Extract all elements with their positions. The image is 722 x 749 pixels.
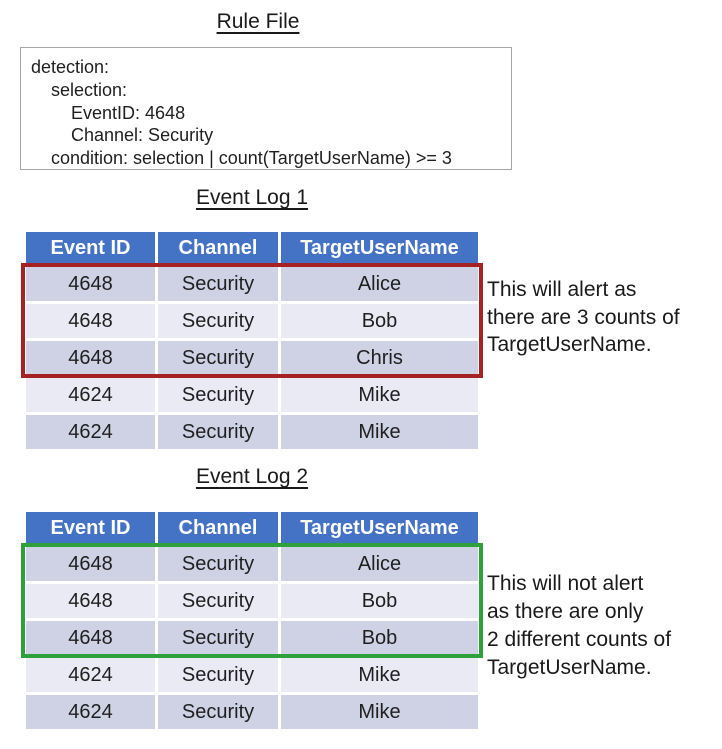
table2-header-event-id: Event ID — [26, 512, 155, 544]
event-log-1-table: Event ID Channel TargetUserName 4648 Sec… — [21, 232, 483, 449]
table2-cell-r4-user: Mike — [281, 658, 478, 692]
table1-cell-r4-event-id: 4624 — [26, 378, 155, 412]
table2-cell-r5-channel: Security — [158, 695, 278, 729]
table2-cell-r1-user: Alice — [281, 547, 478, 581]
table1-cell-r5-event-id: 4624 — [26, 415, 155, 449]
rule-file-code: detection: selection: EventID: 4648 Chan… — [31, 57, 452, 169]
table2-cell-r5-event-id: 4624 — [26, 695, 155, 729]
table1-cell-r2-event-id: 4648 — [26, 304, 155, 338]
rule-file-title: Rule File — [216, 10, 300, 33]
rule-file-box: detection: selection: EventID: 4648 Chan… — [20, 47, 512, 170]
table2-cell-r5-user: Mike — [281, 695, 478, 729]
table1-cell-r4-channel: Security — [158, 378, 278, 412]
event-log-2-table: Event ID Channel TargetUserName 4648 Sec… — [21, 512, 483, 729]
table1-cell-r1-channel: Security — [158, 267, 278, 301]
table2-header-channel: Channel — [158, 512, 278, 544]
table1-cell-r2-user: Bob — [281, 304, 478, 338]
table2-cell-r4-event-id: 4624 — [26, 658, 155, 692]
event-log-2-annotation: This will not alert as there are only 2 … — [487, 572, 672, 679]
event-log-2-title: Event Log 2 — [195, 465, 309, 488]
table1-cell-r3-event-id: 4648 — [26, 341, 155, 375]
table1-cell-r5-channel: Security — [158, 415, 278, 449]
table1-cell-r5-user: Mike — [281, 415, 478, 449]
table1-cell-r2-channel: Security — [158, 304, 278, 338]
table2-cell-r2-channel: Security — [158, 584, 278, 618]
event-log-1-annotation: This will alert as there are 3 counts of… — [487, 278, 680, 356]
table1-header-event-id: Event ID — [26, 232, 155, 264]
table2-cell-r2-user: Bob — [281, 584, 478, 618]
table2-cell-r2-event-id: 4648 — [26, 584, 155, 618]
table2-header-targetusername: TargetUserName — [281, 512, 478, 544]
table1-header-channel: Channel — [158, 232, 278, 264]
table1-cell-r1-user: Alice — [281, 267, 478, 301]
table2-cell-r3-channel: Security — [158, 621, 278, 655]
table1-cell-r4-user: Mike — [281, 378, 478, 412]
event-log-1-title: Event Log 1 — [195, 186, 309, 209]
table1-cell-r3-channel: Security — [158, 341, 278, 375]
table2-cell-r1-channel: Security — [158, 547, 278, 581]
table2-cell-r3-event-id: 4648 — [26, 621, 155, 655]
table2-cell-r4-channel: Security — [158, 658, 278, 692]
table1-header-targetusername: TargetUserName — [281, 232, 478, 264]
table1-cell-r1-event-id: 4648 — [26, 267, 155, 301]
table2-cell-r1-event-id: 4648 — [26, 547, 155, 581]
table2-cell-r3-user: Bob — [281, 621, 478, 655]
table1-cell-r3-user: Chris — [281, 341, 478, 375]
